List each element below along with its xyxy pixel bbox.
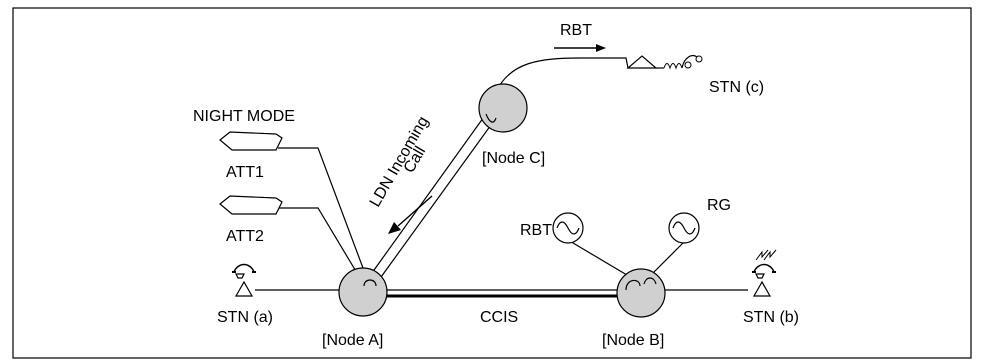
attendant-console-icon bbox=[219, 195, 283, 215]
diagram-frame bbox=[12, 7, 972, 359]
att2-line bbox=[278, 207, 361, 279]
rg-stem bbox=[649, 241, 685, 277]
att1-line bbox=[278, 147, 367, 277]
node-b-hook bbox=[625, 279, 641, 291]
trunk-c-stn-c bbox=[495, 57, 629, 93]
trunk-a-c-outer-2 bbox=[375, 117, 497, 285]
stn-b-label: STN (b) bbox=[743, 309, 799, 326]
node-c-circle bbox=[478, 83, 528, 133]
tone-generator-icon bbox=[552, 212, 584, 244]
rbt-b-label: RBT bbox=[520, 222, 552, 239]
telephone-icon bbox=[752, 249, 777, 297]
node-a-label: [Node A] bbox=[322, 332, 383, 349]
node-a-hook bbox=[363, 279, 377, 287]
att2-label: ATT2 bbox=[226, 228, 264, 245]
call-arrow bbox=[397, 195, 433, 227]
node-c-hook bbox=[485, 113, 497, 123]
tone-generator-icon bbox=[668, 212, 700, 244]
stn-a-label: STN (a) bbox=[217, 309, 273, 326]
rg-b-label: RG bbox=[707, 197, 731, 214]
node-b-label: [Node B] bbox=[602, 332, 664, 349]
rbt-stem bbox=[567, 239, 633, 279]
night-mode-label: NIGHT MODE bbox=[193, 108, 295, 125]
ccis-label: CCIS bbox=[480, 309, 518, 326]
stn-c-label: STN (c) bbox=[709, 79, 764, 96]
call-arrow-head bbox=[388, 222, 401, 234]
rbt-c-label: RBT bbox=[560, 22, 592, 39]
node-b-circle bbox=[616, 268, 666, 318]
rbt-arrow-c-head bbox=[596, 44, 606, 52]
att1-label: ATT1 bbox=[226, 164, 264, 181]
node-a-circle bbox=[338, 267, 388, 317]
telephone-icon bbox=[232, 263, 256, 297]
node-b-hook-2 bbox=[643, 277, 657, 285]
station-antenna-icon bbox=[626, 55, 703, 70]
trunk-a-c-outer-1 bbox=[363, 113, 487, 285]
attendant-console-icon bbox=[219, 131, 283, 151]
node-c-label: [Node C] bbox=[482, 150, 545, 167]
